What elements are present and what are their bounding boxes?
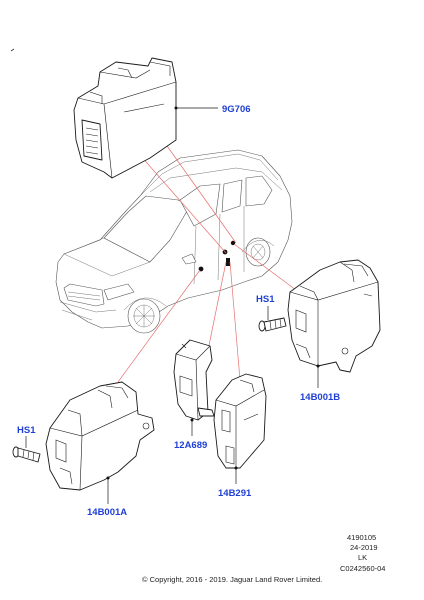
callout-14b291: 14B291: [218, 488, 252, 499]
callout-12a689: 12A689: [174, 440, 207, 451]
date-code: 24-2019: [350, 543, 378, 552]
callout-9g706: 9G706: [222, 104, 251, 115]
module-14b291-illustration: [213, 373, 267, 469]
module-14b001a-illustration: [45, 381, 155, 491]
vehicle-illustration: [55, 149, 293, 334]
author-code: LK: [358, 553, 367, 562]
callout-14b001b: 14B001B: [300, 392, 340, 403]
locator-lines: [117, 135, 297, 383]
ref-number: 4190105: [347, 533, 376, 542]
module-14b001b-illustration: [287, 259, 381, 373]
screw-left-icon: [12, 446, 41, 463]
screw-right-icon: [258, 317, 287, 332]
callout-hs1-left: HS1: [17, 425, 36, 436]
copyright-text: © Copyright, 2016 - 2019. Jaguar Land Ro…: [142, 575, 322, 584]
rear-wheel-icon: [245, 237, 271, 267]
bracket-12a689-illustration: [173, 339, 215, 421]
footer-block: 4190105 24-2019 LK C0242560-04 © Copyrig…: [142, 533, 385, 584]
callout-14b001a: 14B001A: [87, 507, 127, 518]
front-wheel-icon: [127, 298, 161, 334]
illustration-id: C0242560-04: [340, 564, 385, 573]
module-9g706-illustration: [73, 57, 177, 179]
corner-mark-icon: [10, 48, 15, 52]
callout-hs1-right: HS1: [256, 294, 275, 305]
